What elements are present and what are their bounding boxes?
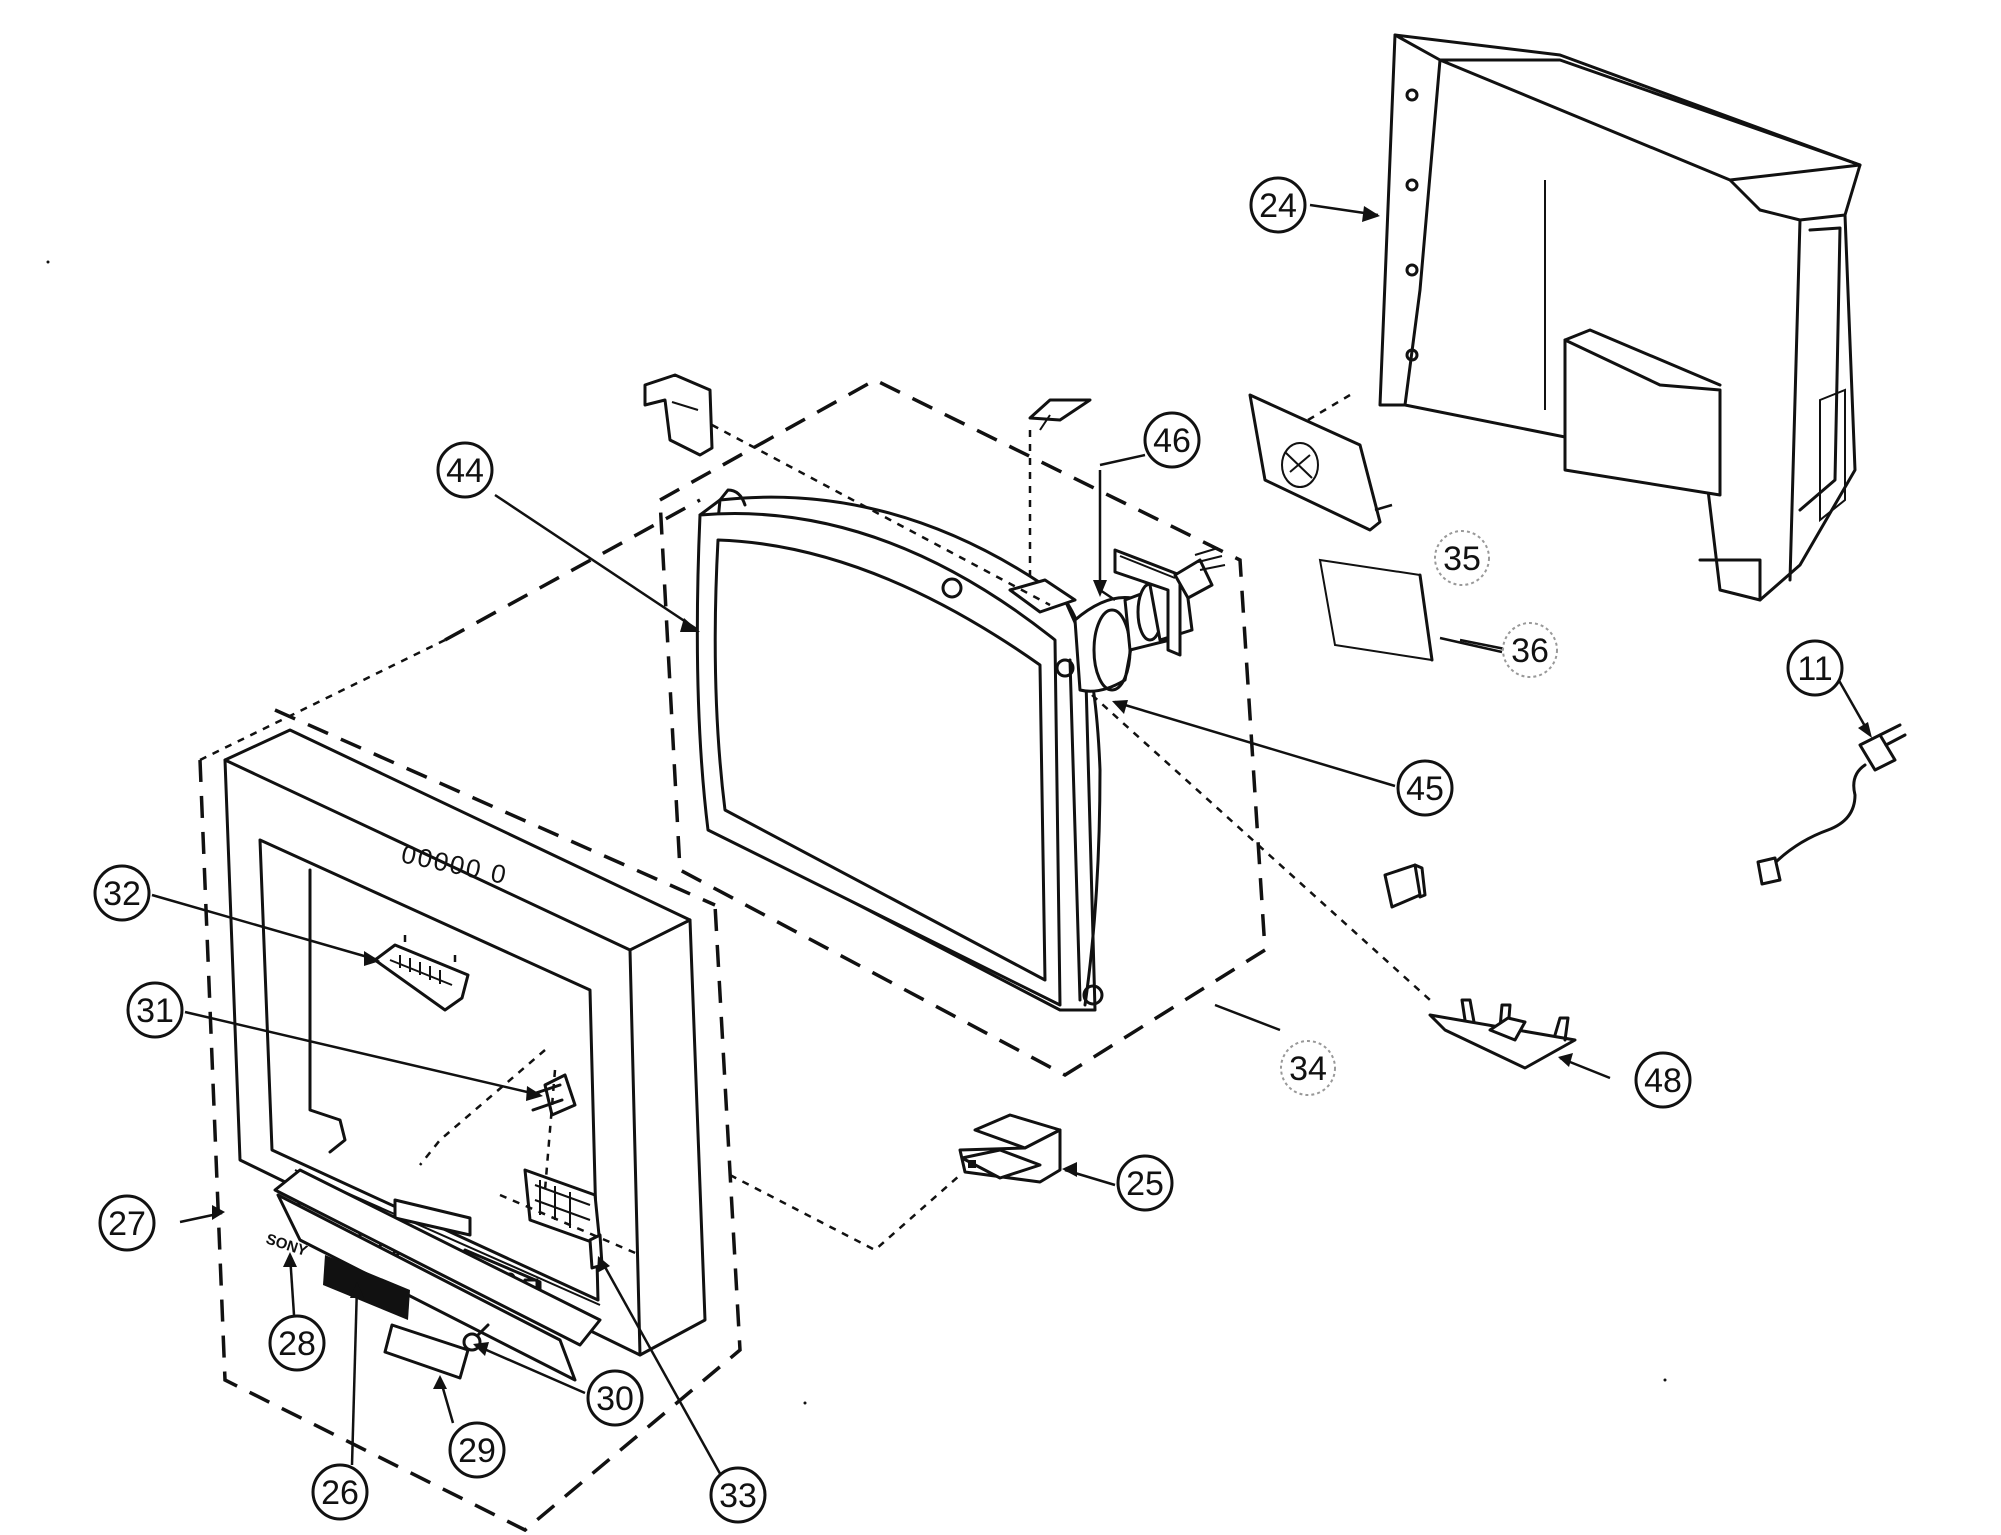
svg-text:34: 34: [1289, 1050, 1327, 1088]
svg-text:44: 44: [446, 452, 484, 490]
leader-lines: [151, 203, 1872, 1489]
callout-31: 31: [126, 981, 184, 1039]
callout-28: 28: [268, 1314, 326, 1372]
callout-24: 24: [1249, 176, 1307, 234]
svg-text:27: 27: [108, 1205, 146, 1243]
rear-cabinet: [1378, 33, 1862, 602]
callout-44: 44: [436, 441, 494, 499]
callout-27: 27: [98, 1194, 156, 1252]
callout-46: 46: [1143, 411, 1201, 469]
svg-text:25: 25: [1126, 1165, 1164, 1203]
shield-plate: [1318, 558, 1434, 662]
callout-29: 29: [448, 1421, 506, 1479]
callout-26: 26: [311, 1463, 369, 1521]
svg-text:30: 30: [596, 1380, 634, 1418]
jack-board: [523, 1168, 604, 1270]
svg-text:33: 33: [719, 1477, 757, 1515]
callout-33: 33: [709, 1466, 767, 1524]
speaker-grille: [323, 1255, 410, 1320]
tube-top-bracket: [643, 373, 714, 457]
callout-36: 36: [1502, 622, 1558, 678]
callout-34: 34: [1280, 1040, 1336, 1096]
svg-text:32: 32: [103, 875, 141, 913]
mounting-block: [958, 1113, 1062, 1184]
callout-11: 11: [1786, 639, 1844, 697]
svg-text:36: 36: [1511, 632, 1549, 670]
callout-30: 30: [586, 1369, 644, 1427]
callout-45: 45: [1396, 759, 1454, 817]
power-cord: [1756, 723, 1907, 886]
svg-text:31: 31: [136, 992, 174, 1030]
svg-text:28: 28: [278, 1325, 316, 1363]
front-door: [383, 1323, 470, 1380]
callout-25: 25: [1116, 1154, 1174, 1212]
svg-text:29: 29: [458, 1432, 496, 1470]
svg-text:48: 48: [1644, 1062, 1682, 1100]
degauss-bracket: [1028, 398, 1092, 431]
svg-text:11: 11: [1797, 650, 1832, 688]
arrowheads: [212, 206, 1872, 1389]
control-board: [373, 935, 470, 1012]
svg-text:24: 24: [1259, 187, 1297, 225]
svg-text:45: 45: [1406, 770, 1444, 808]
stand-bracket: [1428, 998, 1577, 1070]
front-lower-panel: SONY: [264, 1168, 602, 1382]
assembly-lines: [419, 393, 1431, 1257]
callout-35: 35: [1434, 530, 1490, 586]
callout-32: 32: [93, 864, 151, 922]
small-block: [1383, 863, 1427, 909]
front-cabinet-boundary: [198, 498, 742, 1533]
svg-text:46: 46: [1153, 422, 1191, 460]
picture-tube: [695, 488, 1152, 1012]
callout-48: 48: [1634, 1051, 1692, 1109]
svg-text:35: 35: [1443, 540, 1481, 578]
circuit-board: [1248, 393, 1393, 532]
svg-text:26: 26: [321, 1474, 359, 1512]
